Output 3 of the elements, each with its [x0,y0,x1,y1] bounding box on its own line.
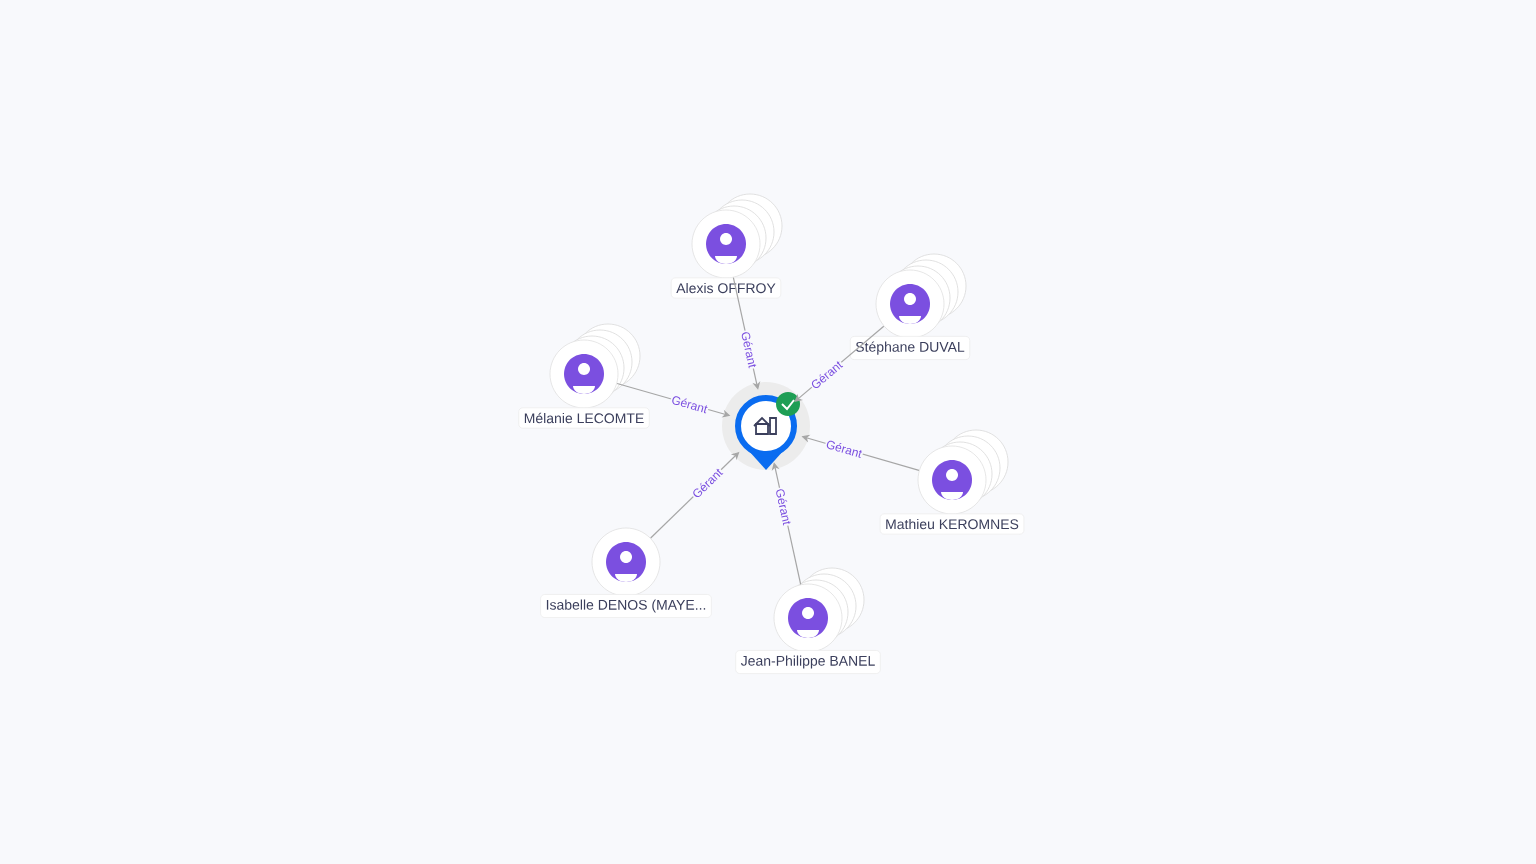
connector-arrow [771,462,802,585]
connector-arrow [732,277,761,390]
location-pin [722,382,810,470]
